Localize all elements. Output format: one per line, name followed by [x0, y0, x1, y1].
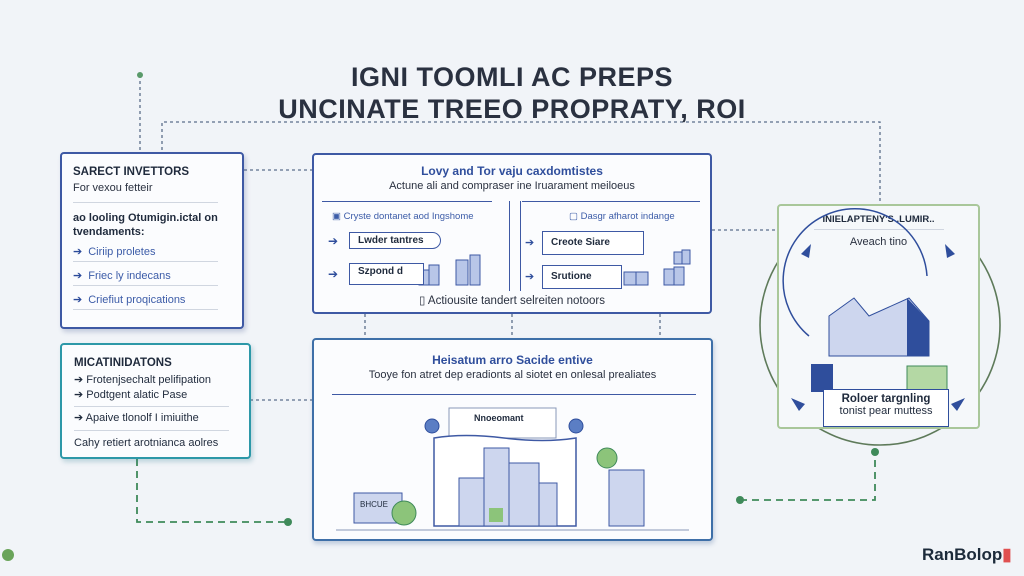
card-heading: INIELAPTENY'S .LUMIR..: [822, 214, 935, 225]
card-subheading: For vexou fetteir: [73, 182, 153, 194]
card-heading: Heisatum arro Sacide entive: [432, 353, 593, 367]
list-item: ➔ Frotenjsechalt pelifipation: [74, 374, 212, 386]
shop-sign: BHCUE: [360, 500, 389, 509]
sign-label: Nnoeomant: [474, 413, 524, 423]
option-button[interactable]: Srutione: [542, 265, 622, 289]
caption-line-1: Roloer targnling: [841, 393, 931, 405]
arrow-icon: ➔: [525, 271, 535, 283]
card-footer: Cahy retiert arotnianca aolres: [74, 437, 219, 449]
value-card: Lovy and Tor vaju caxdomtistes Actune al…: [312, 153, 712, 314]
caption-line-2: tonist pear muttess: [839, 405, 933, 417]
right-card: INIELAPTENY'S .LUMIR.. Aveach tino Roloe…: [777, 204, 980, 429]
mica-card: MICATINIDATONS ➔ Frotenjsechalt pelifipa…: [60, 343, 251, 459]
card-subheading: Aveach tino: [849, 236, 908, 248]
card-heading: SARECT INVETTORS: [73, 166, 190, 178]
title-line-1: IGNI TOOMLI AC PREPS: [350, 62, 674, 92]
option-button[interactable]: Szpond d: [349, 263, 424, 285]
bar-graphics: [418, 249, 691, 286]
list-item: ➔Criefiut proqications: [73, 286, 218, 310]
card-heading: MICATINIDATONS: [74, 357, 172, 369]
option-button[interactable]: Creote Siare: [542, 231, 644, 255]
list-item: ➔ Apaive tlonolf I imiuithe: [74, 407, 229, 431]
card-heading: Lovy and Tor vaju caxdomtistes: [421, 164, 603, 178]
right-column-label: ▢ Dasgr afharot indange: [569, 211, 675, 222]
caption-box: Roloer targnling tonist pear muttess: [823, 389, 949, 427]
card-subheading: Actune ali and compraser ine Iruarament …: [389, 180, 635, 192]
list-item: ➔Friec ly indecans: [73, 262, 218, 286]
arrow-icon: ➔: [328, 234, 339, 248]
city-illustration: [336, 407, 689, 531]
bottom-card: Heisatum arro Sacide entive Tooye fon at…: [312, 338, 713, 541]
list-item: ➔ Podtgent alatic Pase: [74, 388, 229, 407]
target-investors-card: SARECT INVETTORS For vexou fetteir ao lo…: [60, 152, 244, 329]
arrow-icon: ➔: [525, 237, 535, 249]
left-column-label: ▣ Cryste dontanet aod Ingshome: [332, 211, 474, 222]
list-item: ➔Ciriip proletes: [73, 242, 218, 262]
building-illustration: [782, 208, 965, 411]
card-subheading: Tooye fon atret dep eradionts al siotet …: [368, 369, 657, 381]
arrow-icon: ➔: [328, 267, 339, 281]
card-intro: ao looling Otumigin.ictal on tvendaments…: [73, 212, 218, 238]
title-line-2: UNCINATE TREEO PROPRATY, ROI: [278, 94, 746, 124]
leaf-icon: [2, 549, 14, 561]
card-footer: ▯ Actiousite tandert selreiten notoors: [419, 295, 605, 307]
option-button[interactable]: Lwder tantres: [349, 232, 441, 249]
brand-logo: RanBolop▮: [922, 545, 1012, 564]
